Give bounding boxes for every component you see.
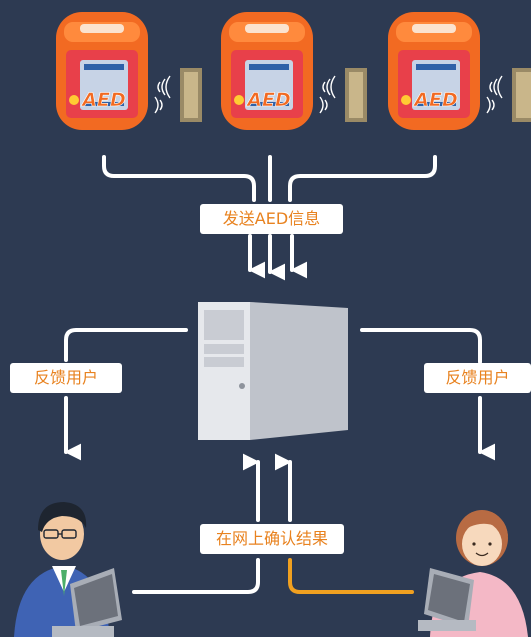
monitor-icon	[52, 568, 122, 637]
svg-text:AED: AED	[80, 89, 125, 111]
bottom-connectors	[132, 453, 414, 594]
battery-pack-icon	[180, 68, 531, 122]
side-connectors	[64, 328, 496, 461]
aed-device-icon: AED	[388, 12, 480, 130]
top-connectors	[102, 155, 437, 281]
server-tower-icon	[198, 302, 348, 440]
send-aed-info-label: 发送AED信息	[200, 204, 343, 234]
wireless-signal-icon	[154, 75, 503, 114]
monitor-icon	[418, 568, 476, 631]
feedback-user-left-label: 反馈用户	[10, 363, 122, 393]
feedback-user-right-label: 反馈用户	[424, 363, 531, 393]
confirm-online-label: 在网上确认结果	[200, 524, 344, 554]
svg-text:AED: AED	[412, 89, 457, 111]
svg-text:AED: AED	[245, 89, 290, 111]
aed-device-icon: AED	[56, 12, 148, 130]
aed-device-icon: AED	[221, 12, 313, 130]
